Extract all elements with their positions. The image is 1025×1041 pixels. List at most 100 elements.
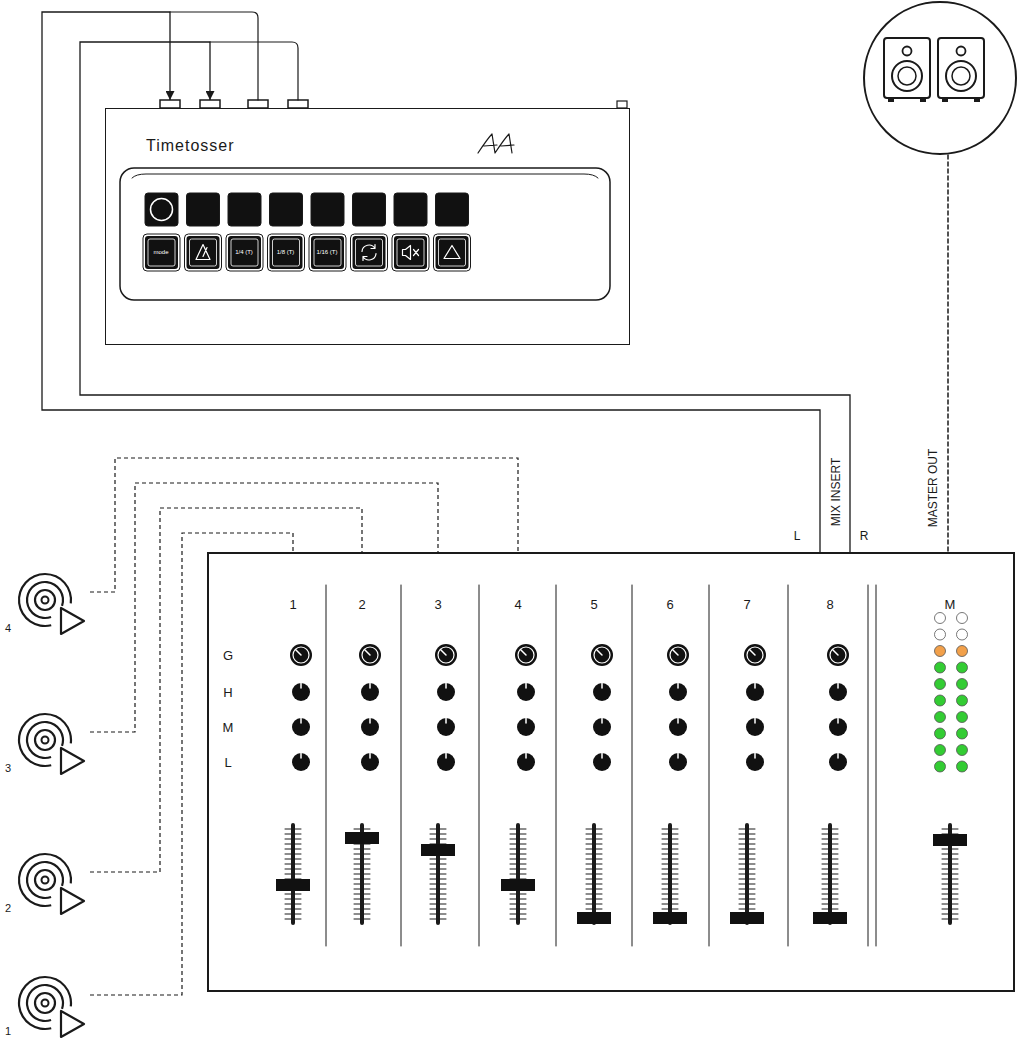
record-groove — [26, 861, 64, 899]
fader-tick — [430, 884, 446, 885]
record-spindle — [42, 737, 49, 744]
turntable-number: 1 — [5, 1026, 11, 1037]
fader-tick — [822, 904, 838, 905]
gain-pointer — [365, 650, 371, 656]
fader-tick — [739, 889, 755, 890]
fader-tick — [739, 899, 755, 900]
fader-tick — [586, 829, 602, 830]
eq-knob — [746, 718, 764, 736]
channel-number: 5 — [590, 598, 597, 611]
record-groove — [26, 721, 64, 759]
fader-tick — [430, 859, 446, 860]
eq-knob — [593, 718, 611, 736]
channel-side-label: L — [792, 529, 803, 543]
fader-tick — [662, 854, 678, 855]
fader-tick — [285, 874, 301, 875]
fader-tick — [354, 849, 370, 850]
speaker-callout — [864, 2, 1016, 154]
fader-tick — [942, 864, 958, 865]
channel-number: 7 — [743, 598, 750, 611]
fader-tick — [739, 869, 755, 870]
level-led — [935, 761, 946, 772]
fader-tick — [739, 879, 755, 880]
button-panel — [120, 168, 610, 300]
fader-tick — [942, 919, 958, 920]
channel-number: 2 — [358, 598, 365, 611]
turntable-number: 2 — [5, 903, 11, 914]
gain-pointer — [597, 650, 603, 656]
master-out-cable — [947, 155, 949, 552]
fader-tick — [739, 874, 755, 875]
fader-tick — [354, 909, 370, 910]
fader-tick — [739, 834, 755, 835]
eq-knob — [829, 683, 847, 701]
eq-pointer — [837, 683, 839, 688]
gain-knob — [435, 644, 457, 666]
fader-tick — [942, 909, 958, 910]
eq-pointer — [445, 718, 447, 723]
insert-cable — [42, 12, 820, 552]
mixer-console: 12345678MGHML — [207, 552, 1015, 992]
eq-knob — [829, 718, 847, 736]
fader-tick — [586, 849, 602, 850]
eq-knob — [669, 683, 687, 701]
audio-cable — [90, 533, 293, 995]
fader-cap — [276, 879, 310, 891]
audio-cable — [90, 458, 518, 592]
turntable: 3 — [2, 704, 94, 776]
fader-tick — [822, 879, 838, 880]
fader-tick — [586, 879, 602, 880]
fader-tick — [285, 899, 301, 900]
fader-tick — [510, 849, 526, 850]
button-label: 1/4 (T) — [232, 249, 257, 256]
level-led — [957, 613, 968, 624]
fader-tick — [586, 859, 602, 860]
fader-tick — [430, 909, 446, 910]
level-led — [957, 662, 968, 673]
button-frame — [268, 234, 305, 271]
eq-pointer — [525, 718, 527, 723]
button-inset — [397, 239, 424, 266]
fader-tick — [822, 889, 838, 890]
fader-tick — [739, 904, 755, 905]
gain-knob-ring — [670, 647, 686, 663]
division-button: 1/8 (T) — [269, 236, 302, 269]
pad-button — [394, 193, 427, 226]
jack — [200, 100, 220, 108]
audio-cable — [90, 483, 438, 732]
fader-tick — [285, 869, 301, 870]
eq-pointer — [300, 683, 302, 688]
fader-tick — [942, 854, 958, 855]
speaker-cabinet — [938, 38, 984, 98]
eq-knob — [593, 683, 611, 701]
fader-tick — [586, 869, 602, 870]
fader-tick — [822, 869, 838, 870]
fader-tick — [942, 884, 958, 885]
fader-tick — [586, 834, 602, 835]
pad-button — [436, 193, 469, 226]
fader-tick — [662, 869, 678, 870]
button-frame — [309, 234, 346, 271]
fader-tick — [942, 889, 958, 890]
fader-tick — [285, 909, 301, 910]
fader-tick — [285, 849, 301, 850]
loop-icon — [362, 245, 376, 261]
fader-tick — [942, 869, 958, 870]
record-spindle — [42, 1000, 49, 1007]
eq-pointer — [525, 683, 527, 688]
woofer — [946, 61, 976, 91]
fader-tick — [822, 834, 838, 835]
record-label — [35, 993, 55, 1013]
fader-tick — [662, 909, 678, 910]
button-inset — [148, 239, 175, 266]
fader-tick — [739, 884, 755, 885]
fader-tick — [822, 894, 838, 895]
channel-divider — [401, 585, 402, 946]
eq-pointer — [300, 718, 302, 723]
knob-row-label: G — [223, 649, 233, 662]
fader-tick — [430, 879, 446, 880]
eq-pointer — [601, 718, 603, 723]
fader-tick — [285, 919, 301, 920]
fader-tick — [510, 894, 526, 895]
fader-tick — [822, 874, 838, 875]
